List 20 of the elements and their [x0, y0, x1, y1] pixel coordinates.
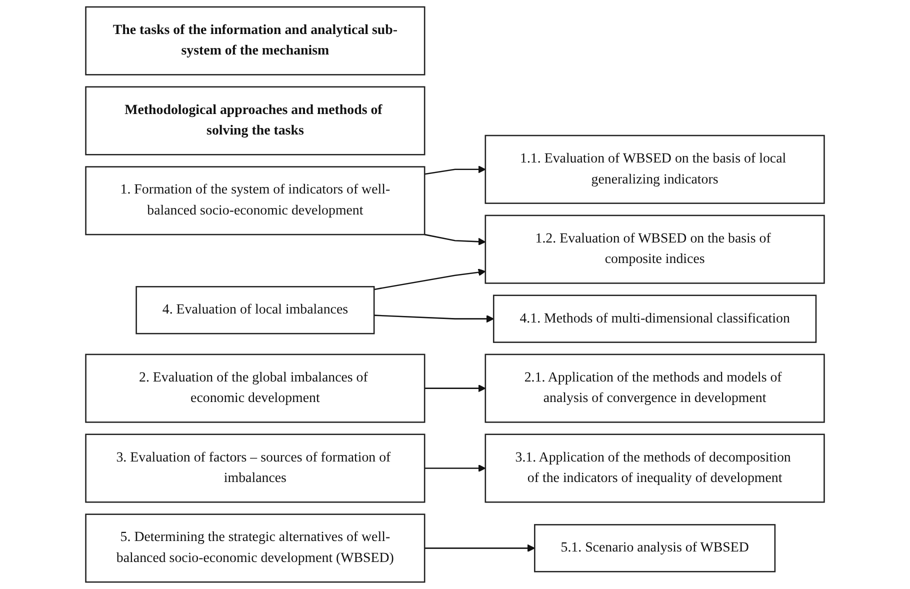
node-box: 1.2. Evaluation of WBSED on the basis of composite indices	[484, 214, 825, 284]
arrow	[424, 234, 486, 246]
node-box: 1.1. Evaluation of WBSED on the basis of local generalizing indicators	[484, 134, 825, 204]
node-box: 4. Evaluation of local imbalances	[136, 286, 375, 334]
arrow	[424, 544, 536, 552]
node-box: The tasks of the information and analytical sub-system of the mechanism	[85, 6, 426, 76]
arrow	[424, 384, 486, 392]
node-box: Methodological approaches and methods of solving the tasks	[85, 86, 426, 156]
node-box: 3. Evaluation of factors – sources of formation of imbalances	[85, 434, 426, 503]
node-box: 1. Formation of the system of indicators of well-balanced socio-economic development	[85, 166, 426, 236]
node-box: 3.1. Application of the methods of decomposition of the indicators of inequality of development	[484, 434, 825, 503]
node-box: 5. Determining the strategic alternatives of well-balanced socio-economic development (WBSED)	[85, 514, 426, 583]
node-box: 5.1. Scenario analysis of WBSED	[534, 524, 776, 572]
node-box: 2.1. Application of the methods and models of analysis of convergence in development	[484, 354, 825, 423]
arrow	[424, 464, 486, 472]
arrow	[424, 166, 486, 175]
arrow	[374, 268, 486, 290]
arrow	[374, 314, 494, 323]
node-box: 4.1. Methods of multi-dimensional classification	[492, 294, 817, 343]
node-box: 2. Evaluation of the global imbalances of economic development	[85, 354, 426, 423]
